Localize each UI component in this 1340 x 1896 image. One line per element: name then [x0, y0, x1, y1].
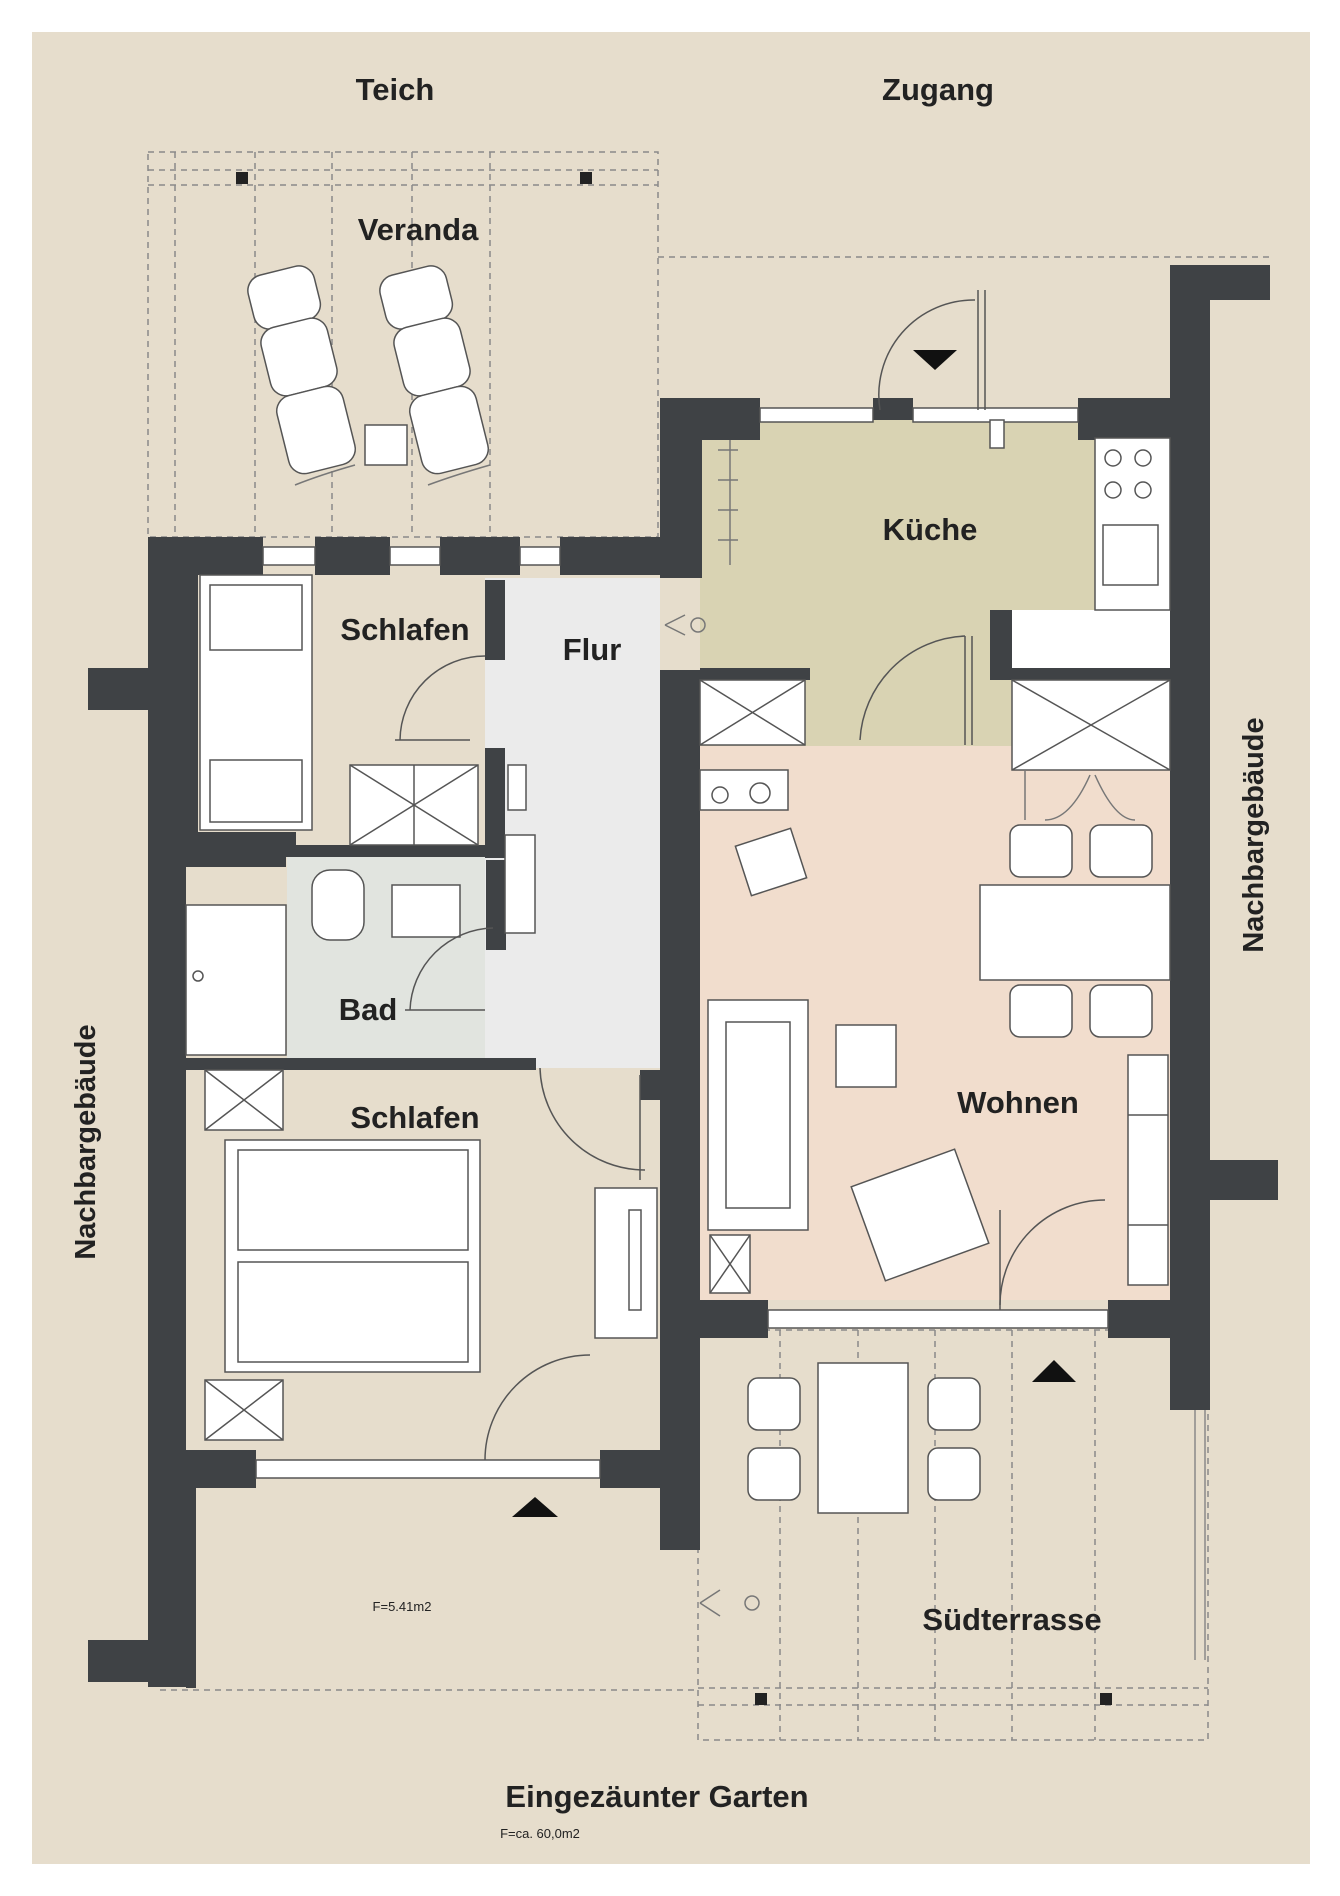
label-flur: Flur	[563, 632, 622, 667]
terrace-post	[755, 1693, 767, 1705]
dining-lamp	[1024, 770, 1136, 821]
hall-floor	[485, 578, 660, 1068]
sink-icon	[1102, 524, 1159, 586]
walls	[88, 265, 1278, 1688]
hall-wardrobe	[504, 764, 536, 934]
label-veranda: Veranda	[358, 212, 479, 247]
label-nachbar-left: Nachbargebäude	[70, 1024, 102, 1259]
hall-door	[664, 614, 706, 636]
veranda-post	[580, 172, 592, 184]
label-schlafen-bottom: Schlafen	[350, 1100, 479, 1135]
label-bad: Bad	[339, 992, 398, 1027]
label-area-small: F=5.41m2	[373, 1599, 432, 1614]
bath-door	[405, 927, 494, 1011]
terrace-furniture	[747, 1362, 981, 1514]
living-furniture	[699, 769, 1171, 1294]
terrace-post	[1100, 1693, 1112, 1705]
entry-door-handle	[989, 419, 1005, 449]
lounger-legs	[294, 464, 491, 486]
entry-arrow-icon	[913, 350, 957, 370]
kitchen-counter-area	[1012, 610, 1170, 668]
stove-icon	[1104, 449, 1122, 467]
veranda-loungers	[247, 265, 490, 475]
veranda-post	[236, 172, 248, 184]
entry-door	[878, 290, 986, 411]
label-teich: Teich	[356, 72, 435, 107]
bath-fixtures	[185, 869, 461, 1056]
terrace-gate	[699, 1589, 760, 1617]
bottom-bedroom-furniture	[204, 1069, 658, 1441]
top-bedroom-door	[395, 655, 486, 741]
terrace-arrow-icon	[1032, 1360, 1076, 1382]
bottom-bedroom-door	[484, 1067, 646, 1461]
label-wohnen: Wohnen	[957, 1085, 1079, 1120]
bedroom-arrow-icon	[512, 1497, 558, 1517]
label-zugang: Zugang	[882, 72, 994, 107]
label-suedterrasse: Südterrasse	[922, 1602, 1101, 1637]
kitchen-units	[699, 437, 1171, 771]
label-schlafen-top: Schlafen	[340, 612, 469, 647]
kitchen-shelf	[718, 440, 738, 565]
label-garten: Eingezäunter Garten	[505, 1779, 808, 1814]
label-nachbar-right: Nachbargebäude	[1238, 717, 1270, 952]
label-garten-area: F=ca. 60,0m2	[500, 1826, 580, 1841]
living-terrace-door	[999, 1199, 1106, 1310]
top-bedroom-furniture	[199, 574, 479, 846]
label-kueche: Küche	[883, 512, 978, 547]
windows	[255, 407, 1109, 1479]
kitchen-door	[859, 635, 973, 745]
